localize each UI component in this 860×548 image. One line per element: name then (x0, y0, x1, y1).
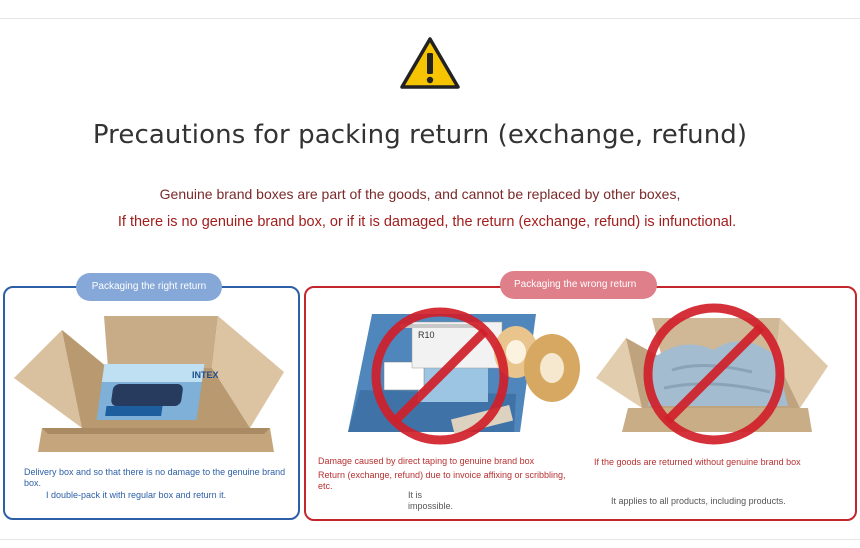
notice-line-1: Genuine brand boxes are part of the good… (159, 186, 681, 202)
bottom-divider (0, 539, 860, 540)
wrong-right-caption-2: It applies to all products, including pr… (611, 496, 786, 506)
notice-line-2: If there is no genuine brand box, or if … (117, 214, 737, 230)
wrong-return-label: Packaging the wrong return (500, 271, 657, 299)
wrong-right-caption-1: If the goods are returned without genuin… (594, 457, 801, 467)
wrong-left-caption-2: Return (exchange, refund) due to invoice… (318, 470, 566, 491)
right-caption-2: I double-pack it with regular box and re… (46, 490, 227, 500)
taped-brand-box-image: R10 (348, 307, 580, 445)
page-title: Precautions for packing return (exchange… (92, 120, 748, 150)
unbranded-box-image (596, 303, 828, 445)
shipping-label-text: R10 (418, 330, 435, 340)
top-divider (0, 18, 860, 19)
wrong-left-caption-3: It is impossible. (408, 490, 454, 511)
right-return-label: Packaging the right return (76, 273, 222, 301)
double-packed-box-image: INTEX (14, 316, 284, 452)
right-caption-1: Delivery box and so that there is no dam… (24, 467, 286, 488)
wrong-left-caption-1: Damage caused by direct taping to genuin… (318, 456, 535, 466)
warning-triangle-icon (400, 37, 460, 89)
box-brand-text: INTEX (192, 370, 219, 380)
